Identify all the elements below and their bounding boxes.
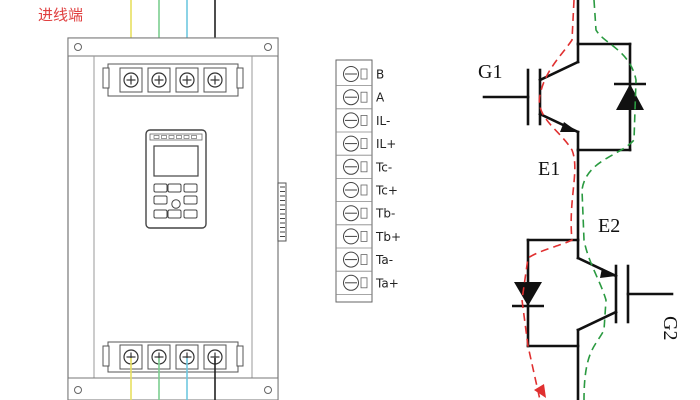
mount-hole-icon (264, 43, 272, 51)
keypad-key (183, 183, 198, 193)
red-current-path (521, 0, 576, 400)
mount-hole-icon (74, 43, 82, 51)
emitter2-label: E2 (598, 215, 620, 237)
keypad-key (183, 209, 198, 219)
terminal-label: IL- (376, 114, 390, 128)
keypad-key (167, 209, 182, 219)
led-indicator-icon (176, 135, 182, 139)
terminal-clamp (360, 138, 368, 150)
keypad-key (153, 209, 168, 219)
terminal-label: Tb- (375, 207, 395, 221)
terminal-clamp (360, 161, 368, 173)
terminal-label: Tb+ (375, 230, 401, 244)
green-current-path (581, 0, 637, 400)
inlet-label: 进线端 (38, 6, 83, 24)
side-connector-housing (277, 182, 287, 242)
terminal-clamp (360, 115, 368, 126)
terminal-clamp (360, 207, 368, 219)
terminal-block-ear (102, 345, 110, 367)
led-indicator-icon (168, 135, 175, 139)
lcd-display (153, 145, 199, 177)
bottom-terminal-block (102, 341, 244, 373)
terminal-clamp (360, 184, 368, 196)
control-terminal-strip: BA IL- IL+ Tc- Tc+ Tb- Tb+ Ta- Ta+ (335, 59, 401, 303)
diode1-icon (616, 84, 644, 110)
emitter1-arrow-icon (560, 122, 578, 132)
keypad-key (167, 183, 182, 193)
led-indicator-icon (183, 135, 190, 139)
bottom-flange (67, 377, 279, 400)
terminal-label: A (376, 91, 385, 105)
mount-hole-icon (264, 386, 272, 394)
terminal-clamp (360, 230, 368, 242)
terminal-block-ear (236, 67, 244, 89)
terminal-block-ear (236, 345, 244, 367)
terminal-clamp (360, 254, 368, 266)
led-indicator-icon (153, 135, 160, 139)
terminal-label: Ta- (375, 253, 393, 267)
led-indicator-icon (191, 135, 197, 139)
diode2-icon (514, 282, 542, 306)
keypad-key (183, 195, 198, 205)
terminal-clamp (360, 91, 368, 103)
emitter1-label: E1 (538, 158, 560, 180)
bottom-wires (130, 358, 216, 400)
terminal-clamp (360, 277, 368, 289)
keypad-key (153, 195, 168, 205)
device-drawing: 进线端 (38, 0, 287, 400)
terminal-label: Tc- (375, 160, 392, 174)
emitter2-arrow-icon (600, 268, 616, 278)
center-knob-icon (171, 199, 181, 209)
terminal-label: Tc+ (375, 184, 398, 198)
terminal-block-ear (102, 67, 110, 89)
red-path-arrow-icon (534, 384, 546, 398)
terminal-label: IL+ (376, 137, 396, 151)
keypad-panel (145, 129, 207, 229)
igbt2-collector-lead (576, 310, 618, 332)
gate2-label: G2 (659, 316, 681, 340)
terminal-label: Ta+ (375, 276, 399, 290)
igbt-schematic (482, 0, 674, 400)
top-flange (67, 37, 279, 57)
terminal-label: B (376, 68, 384, 82)
mount-hole-icon (74, 386, 82, 394)
top-terminal-block (102, 63, 244, 97)
side-connector (277, 182, 287, 242)
led-strip (149, 133, 203, 141)
led-indicator-icon (161, 135, 167, 139)
gate1-label: G1 (478, 61, 502, 83)
keypad-key (153, 183, 168, 193)
terminal-clamp (360, 68, 368, 80)
